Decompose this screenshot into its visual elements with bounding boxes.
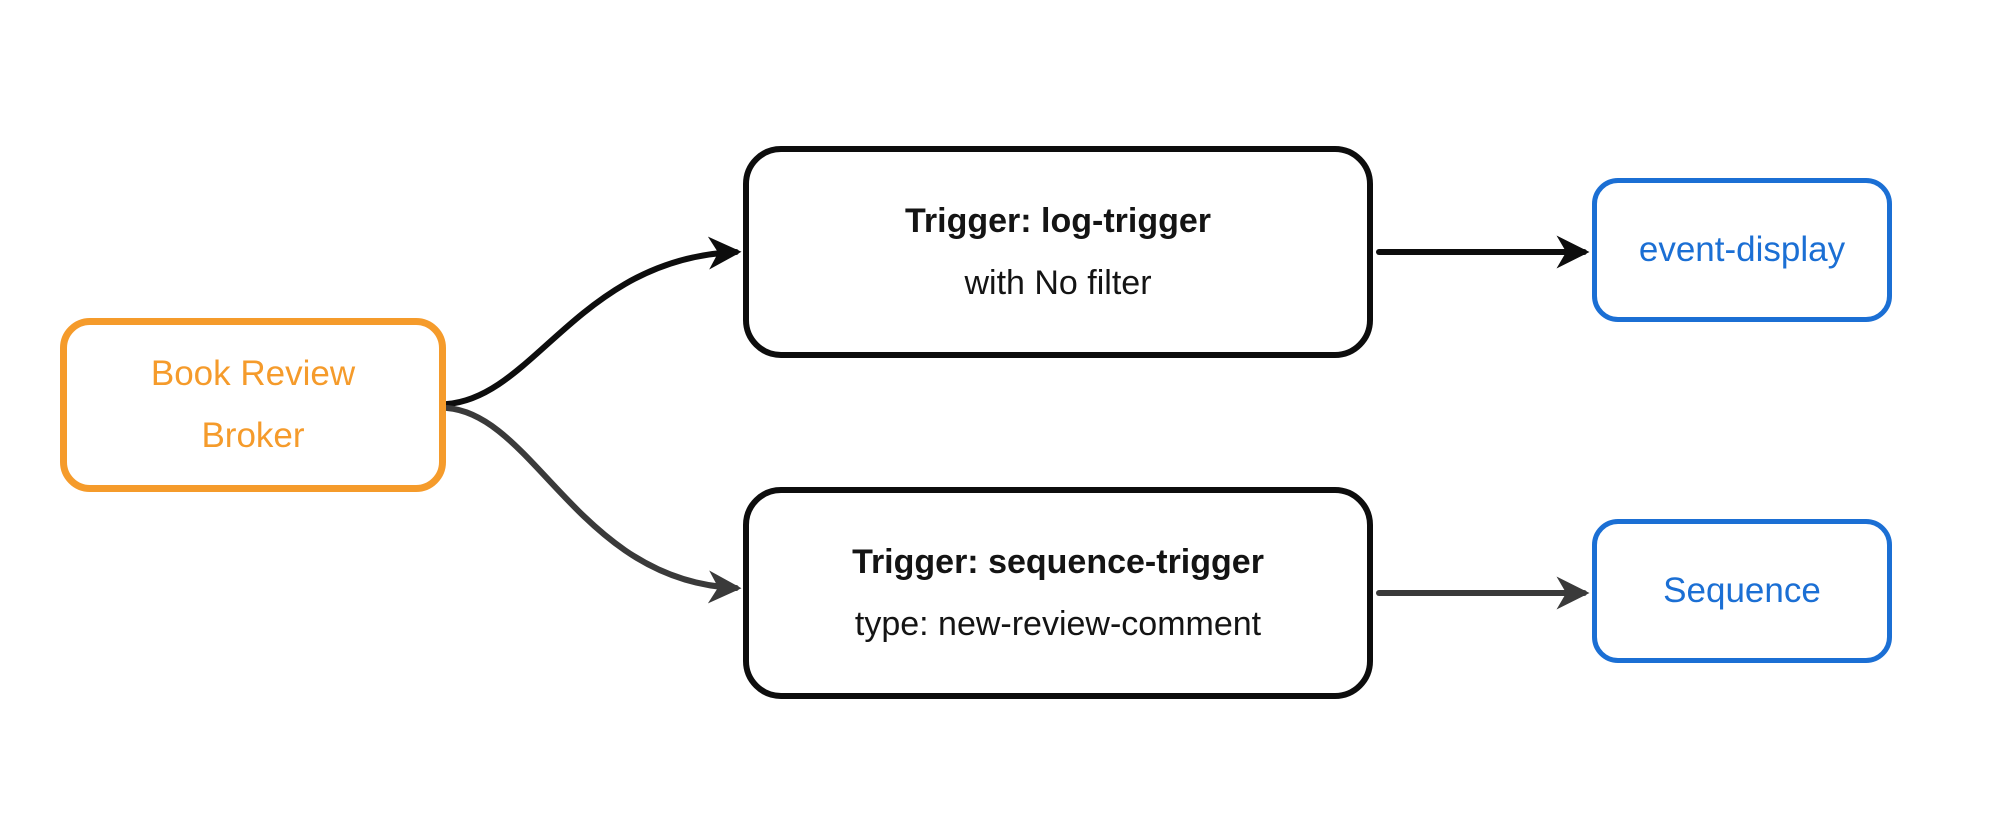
node-sequence-trigger-title: Trigger: sequence-trigger <box>852 543 1264 581</box>
node-event-display: event-display <box>1592 178 1892 322</box>
node-event-display-label: event-display <box>1638 230 1846 269</box>
node-sequence: Sequence <box>1592 519 1892 663</box>
node-log-trigger-title: Trigger: log-trigger <box>905 202 1211 240</box>
edge-broker-to-log-trigger <box>444 236 742 407</box>
node-sequence-trigger: Trigger: sequence-trigger type: new-revi… <box>743 487 1373 699</box>
node-book-review-broker-label-line2: Broker <box>201 416 305 455</box>
node-book-review-broker: Book Review Broker <box>60 318 446 492</box>
node-book-review-broker-label-line1: Book Review <box>150 354 356 393</box>
node-log-trigger-subtitle: with No filter <box>964 264 1152 302</box>
node-log-trigger: Trigger: log-trigger with No filter <box>743 146 1373 358</box>
node-sequence-label: Sequence <box>1663 571 1821 610</box>
node-sequence-trigger-subtitle: type: new-review-comment <box>854 605 1262 643</box>
edge-broker-to-sequence-trigger <box>444 405 742 604</box>
